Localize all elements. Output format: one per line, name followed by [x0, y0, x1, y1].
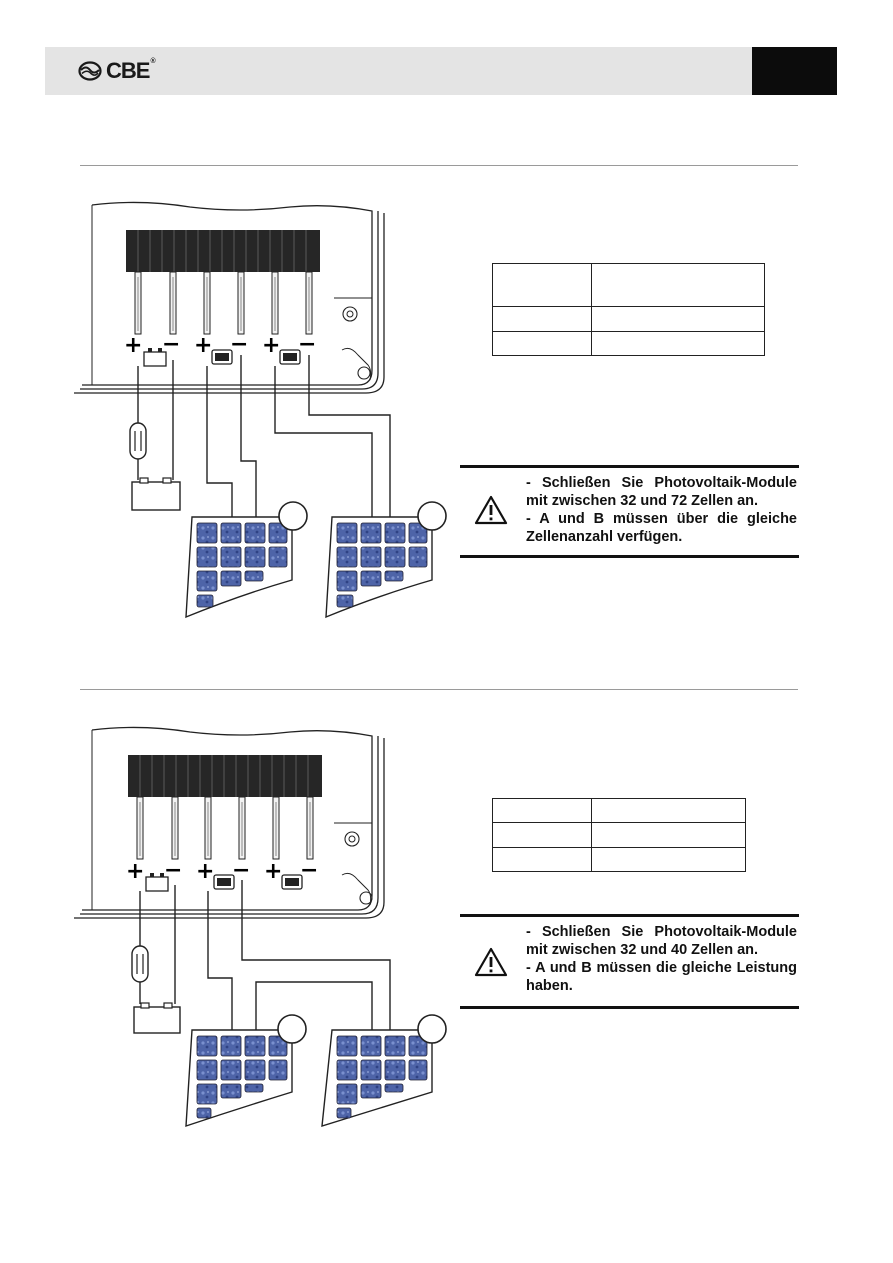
solar-panel-icon [213, 874, 235, 890]
plus-sign: + [262, 333, 280, 358]
warning-text: - Schließen Sie Photovoltaik-Module mit … [526, 474, 797, 546]
warning-triangle-icon [474, 495, 508, 525]
warning-line: - Schließen Sie Photovoltaik-Module mit … [526, 924, 797, 958]
table-cell [492, 263, 592, 307]
section-divider-bottom [80, 689, 798, 690]
terminal-block-icon [126, 230, 320, 272]
solar-panel-b [325, 501, 447, 619]
brand-name: CBE® [106, 58, 156, 84]
warning-line: - A und B müssen über die gleiche Zellen… [526, 511, 797, 545]
battery-icon [133, 1002, 181, 1034]
table-cell [591, 822, 746, 848]
fuse-icon [129, 422, 147, 460]
controller-housing [82, 201, 373, 386]
screw-icon [344, 831, 360, 847]
plus-sign: + [194, 333, 212, 358]
plus-sign: + [126, 859, 144, 884]
minus-sign: − [232, 858, 250, 883]
table-cell [492, 822, 592, 848]
table-cell [591, 847, 746, 872]
terminal-block-icon [128, 755, 322, 797]
table-cell [591, 798, 746, 823]
warning-box-bottom: - Schließen Sie Photovoltaik-Module mit … [460, 914, 799, 1009]
warning-line: - A und B müssen die gleiche Leistung ha… [526, 960, 797, 994]
minus-sign: − [300, 858, 318, 883]
plus-sign: + [124, 333, 142, 358]
warning-text: - Schließen Sie Photovoltaik-Module mit … [526, 923, 797, 995]
screw-icon [342, 306, 358, 322]
warning-box-top: - Schließen Sie Photovoltaik-Module mit … [460, 465, 799, 558]
fuse-icon [131, 945, 149, 983]
minus-sign: − [230, 332, 248, 357]
table-cell [591, 263, 765, 307]
minus-sign: − [298, 332, 316, 357]
spec-table-top [492, 263, 765, 356]
minus-sign: − [162, 332, 180, 357]
plus-sign: + [264, 859, 282, 884]
table-cell [591, 306, 765, 332]
registered-mark: ® [150, 58, 155, 65]
battery-icon [143, 348, 167, 367]
wiring-diagram-top: + − + − + − [74, 201, 447, 619]
brand-text: CBE [106, 58, 150, 83]
table-cell [492, 331, 592, 356]
table-cell [591, 331, 765, 356]
cbe-logo-icon [78, 61, 102, 81]
cbe-logo: CBE® [78, 57, 156, 85]
warning-triangle-icon [474, 947, 508, 977]
page-tab-block [752, 47, 837, 95]
battery-icon [131, 477, 181, 511]
wiring-diagram-bottom: + − + − + − [74, 726, 447, 1127]
plus-sign: + [196, 859, 214, 884]
header-bar [45, 47, 837, 95]
solar-panel-icon [279, 349, 301, 365]
solar-panel-icon [211, 349, 233, 365]
spec-table-bottom [492, 798, 746, 872]
solar-panel-b [321, 1014, 447, 1127]
solar-panel-a [185, 501, 308, 619]
table-cell [492, 306, 592, 332]
solar-panel-icon [281, 874, 303, 890]
battery-icon [145, 873, 169, 892]
table-cell [492, 798, 592, 823]
section-divider-top [80, 165, 798, 166]
minus-sign: − [164, 858, 182, 883]
solar-panel-a [185, 1014, 307, 1127]
warning-line: - Schließen Sie Photovoltaik-Module mit … [526, 475, 797, 509]
table-cell [492, 847, 592, 872]
